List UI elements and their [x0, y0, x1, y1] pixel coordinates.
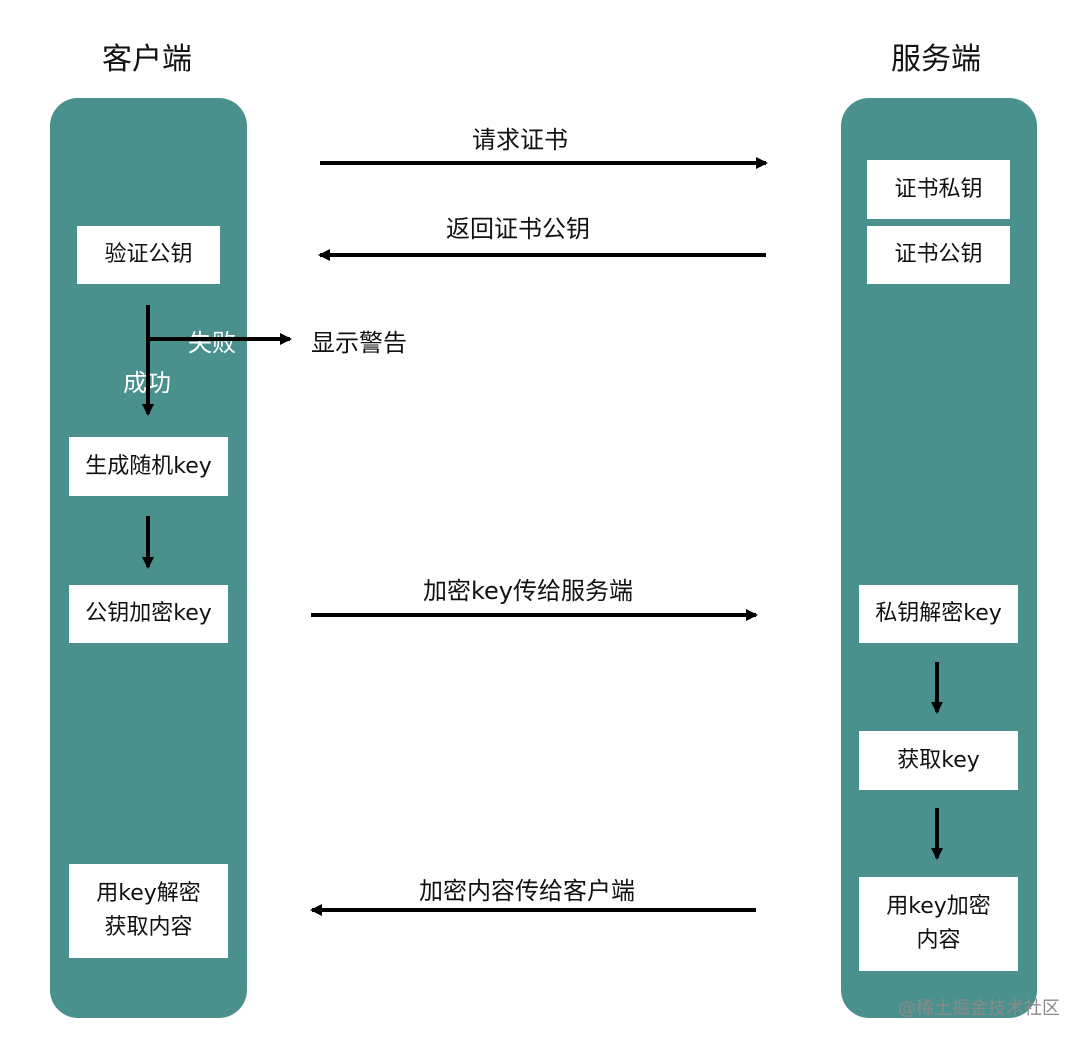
private-key-decrypt-box: 私钥解密key [859, 585, 1018, 643]
fail-label: 失败 [188, 329, 236, 357]
generate-random-key-box: 生成随机key [69, 437, 228, 496]
public-key-encrypt-box: 公钥加密key [69, 585, 228, 643]
cert-public-key-box: 证书公钥 [867, 226, 1010, 284]
success-label: 成功 [123, 369, 171, 397]
get-key-box: 获取key [859, 731, 1018, 790]
show-warning-label: 显示警告 [311, 329, 407, 357]
send-encrypted-key-label: 加密key传给服务端 [423, 577, 634, 605]
return-pubkey-label: 返回证书公钥 [446, 215, 590, 243]
verify-public-key-box: 验证公钥 [77, 226, 220, 284]
encrypt-content-box: 用key加密 内容 [859, 877, 1018, 971]
request-cert-label: 请求证书 [472, 126, 568, 154]
cert-private-key-box: 证书私钥 [867, 160, 1010, 219]
watermark: @稀土掘金技术社区 [898, 998, 1060, 1019]
client-title: 客户端 [102, 42, 192, 77]
send-encrypted-content-label: 加密内容传给客户端 [419, 877, 635, 905]
server-title: 服务端 [891, 42, 981, 77]
decrypt-content-box: 用key解密 获取内容 [69, 864, 228, 958]
